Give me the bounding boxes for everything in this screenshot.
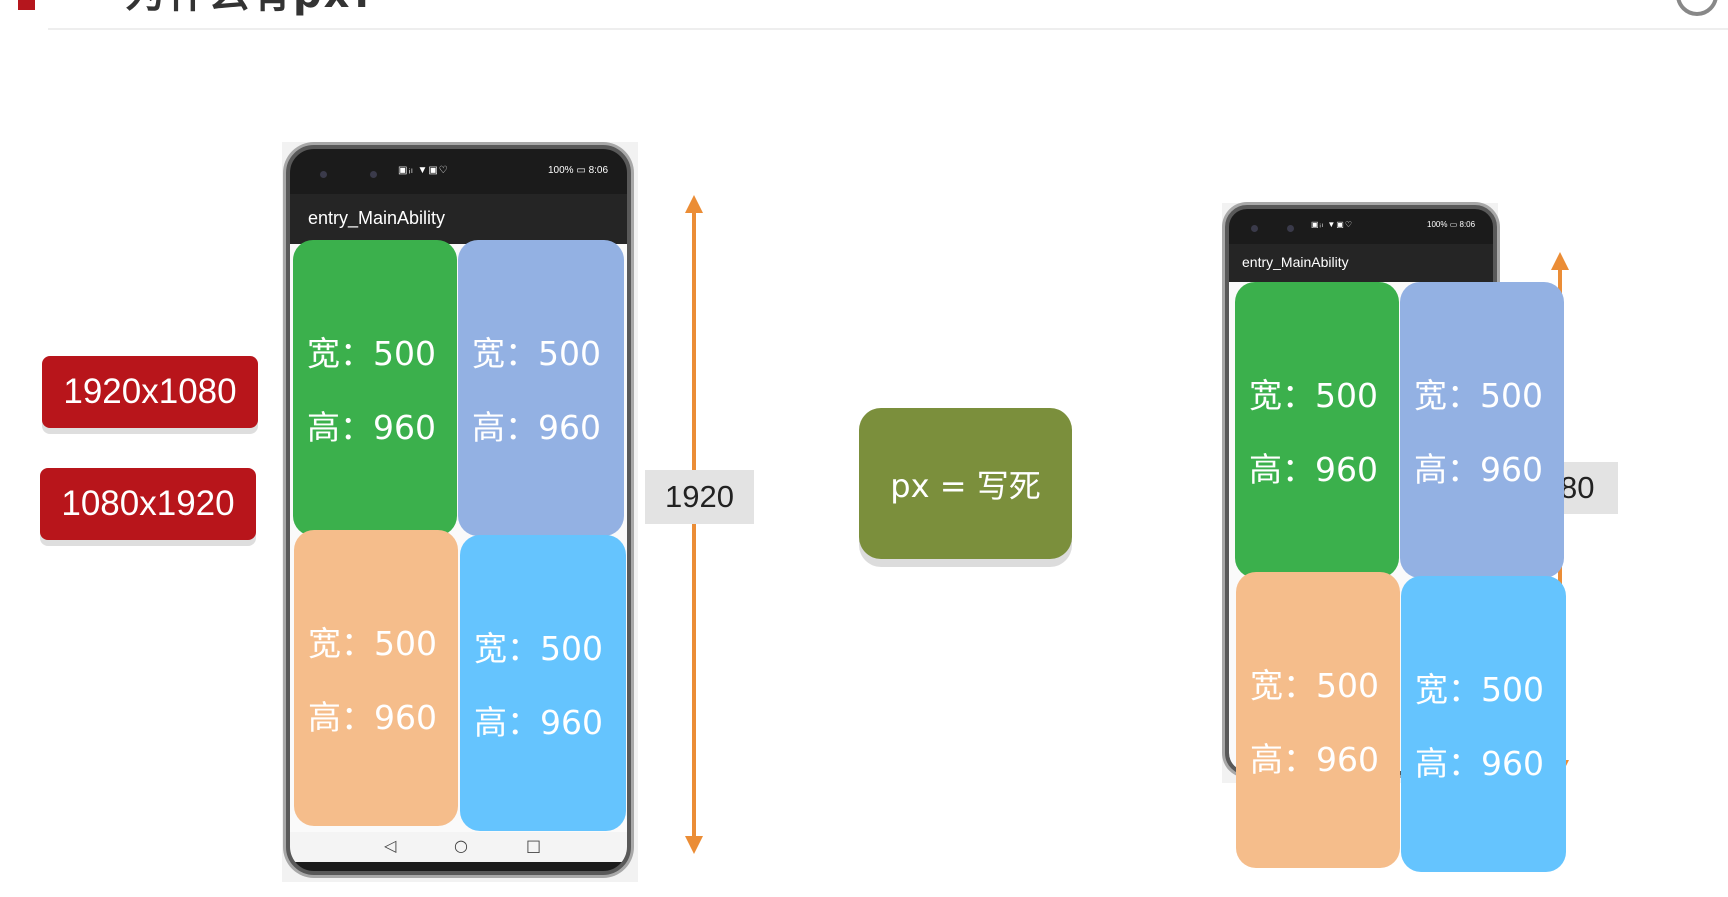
content-tile: 宽：500 高：960 <box>1400 282 1564 578</box>
battery-icon: ▭ <box>1450 220 1458 229</box>
status-bar: ▣ᵢₗ ▼▣♡ 100% ▭ 8:06 <box>1229 209 1493 244</box>
signal-wifi-icons: ▣ᵢₗ ▼▣♡ <box>1311 220 1353 229</box>
tile-height-text: 高：960 <box>1414 443 1564 491</box>
content-tile: 宽：500 高：960 <box>1236 572 1400 868</box>
content-tile: 宽：500 高：960 <box>294 530 458 826</box>
recent-apps-icon[interactable]: □ <box>526 836 541 855</box>
camera-icon <box>320 171 327 178</box>
navigation-bar: ◁ ○ □ <box>290 832 627 862</box>
height-dimension-label: 1920 <box>645 470 754 524</box>
header-divider <box>48 28 1728 30</box>
app-title: entry_MainAbility <box>1242 254 1349 270</box>
camera-icon <box>370 171 377 178</box>
signal-wifi-icons: ▣ᵢₗ ▼▣♡ <box>398 165 449 176</box>
camera-icon <box>1251 225 1258 232</box>
width-dimension-label: 80 <box>1560 462 1618 514</box>
slide-header: 为什么有px? <box>0 0 1728 30</box>
app-bar: entry_MainAbility <box>1229 244 1493 282</box>
tile-height-text: 高：960 <box>474 696 626 744</box>
battery-time: 100% ▭ 8:06 <box>1427 220 1475 229</box>
arrow-up-icon <box>1551 252 1569 270</box>
tile-width-text: 宽：500 <box>1249 369 1399 417</box>
tile-width-text: 宽：500 <box>308 617 458 665</box>
home-icon[interactable]: ○ <box>454 836 468 855</box>
tile-width-text: 宽：500 <box>1250 659 1400 707</box>
tile-width-text: 宽：500 <box>307 327 457 375</box>
app-bar: entry_MainAbility <box>290 194 627 244</box>
tile-height-text: 高：960 <box>472 401 624 449</box>
time-text: 8:06 <box>1460 220 1476 229</box>
tile-height-text: 高：960 <box>308 691 458 739</box>
battery-icon: ▭ <box>576 165 585 176</box>
content-tile: 宽：500 高：960 <box>458 240 624 536</box>
status-bar: ▣ᵢₗ ▼▣♡ 100% ▭ 8:06 <box>290 149 627 194</box>
corner-circle-icon[interactable] <box>1676 0 1718 16</box>
resolution-badge-landscape: 1920x1080 <box>42 356 258 428</box>
tile-width-text: 宽：500 <box>472 327 624 375</box>
battery-text: 100% <box>1427 220 1447 229</box>
tile-height-text: 高：960 <box>1249 443 1399 491</box>
battery-time: 100% ▭ 8:06 <box>548 165 608 176</box>
arrow-down-icon <box>685 836 703 854</box>
content-tile: 宽：500 高：960 <box>1235 282 1399 578</box>
app-title: entry_MainAbility <box>308 208 445 229</box>
camera-icon <box>1287 225 1294 232</box>
content-tile: 宽：500 高：960 <box>460 535 626 831</box>
tile-width-text: 宽：500 <box>474 622 626 670</box>
tile-height-text: 高：960 <box>1250 733 1400 781</box>
arrow-up-icon <box>685 195 703 213</box>
tile-width-text: 宽：500 <box>1414 369 1564 417</box>
slide-title: 为什么有px? <box>125 0 377 14</box>
content-tile: 宽：500 高：960 <box>293 240 457 536</box>
battery-text: 100% <box>548 165 574 176</box>
content-tile: 宽：500 高：960 <box>1401 576 1566 872</box>
tile-height-text: 高：960 <box>1415 737 1566 785</box>
tile-height-text: 高：960 <box>307 401 457 449</box>
px-definition-box: px = 写死 <box>859 408 1072 559</box>
tile-width-text: 宽：500 <box>1415 663 1566 711</box>
resolution-badge-portrait: 1080x1920 <box>40 468 256 540</box>
time-text: 8:06 <box>589 165 608 176</box>
back-icon[interactable]: ◁ <box>384 836 396 855</box>
title-accent-mark <box>18 0 35 10</box>
height-arrow-line <box>692 212 696 840</box>
